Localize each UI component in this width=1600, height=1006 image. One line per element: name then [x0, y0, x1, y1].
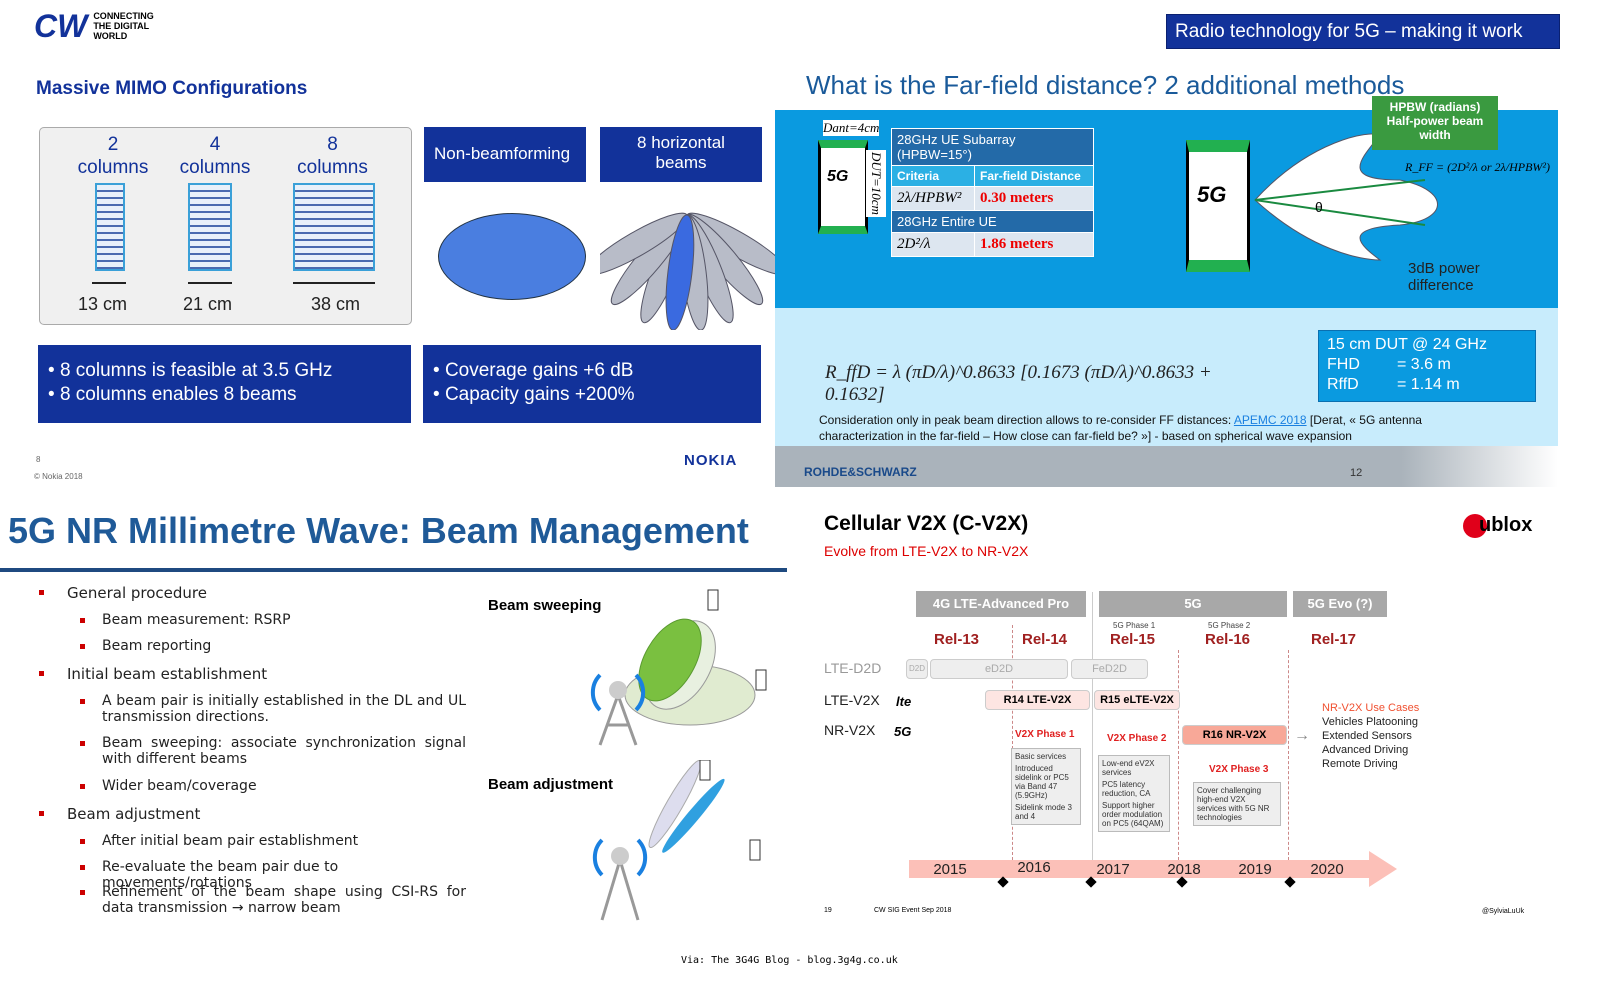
- title-underline: [0, 568, 787, 572]
- r15-elte-v2x: R15 eLTE-V2X: [1094, 690, 1180, 710]
- 5g-icon: 5G: [894, 724, 912, 739]
- config-bullets: • 8 columns is feasible at 3.5 GHz• 8 co…: [38, 345, 411, 423]
- timeline-arrow: [909, 860, 1369, 878]
- lte-icon: lte: [896, 694, 912, 709]
- non-beamforming-label: Non-beamforming: [424, 127, 586, 182]
- antenna-array-8col: [293, 183, 375, 271]
- r16-nr-v2x: R16 NR-V2X: [1182, 725, 1287, 745]
- copyright: © Nokia 2018: [34, 472, 83, 481]
- era-5g-evo: 5G Evo (?): [1293, 591, 1387, 617]
- rff-formula: R_FF = (2D²/λ or 2λ/HPBW²): [1405, 160, 1550, 174]
- reference-note: Consideration only in peak beam directio…: [819, 413, 1422, 443]
- beam-sweeping-diagram: [590, 589, 767, 746]
- beam-sweeping-label: Beam sweeping: [488, 597, 602, 614]
- slide-banner: Radio technology for 5G – making it work: [1166, 14, 1560, 49]
- page-number: 8: [36, 455, 41, 464]
- svg-text:θ: θ: [1315, 199, 1323, 215]
- footer-bar: [775, 446, 1558, 487]
- phone-icon: 5G: [818, 140, 868, 234]
- page-number: 12: [1350, 467, 1363, 479]
- slide-title: 5G NR Millimetre Wave: Beam Management: [8, 510, 749, 551]
- r14-lte-v2x: R14 LTE-V2X: [985, 690, 1090, 710]
- slide-title: Cellular V2X (C-V2X): [824, 512, 1029, 535]
- phone-large-icon: 5G: [1186, 140, 1250, 272]
- rohde-schwarz-logo: ROHDE&SCHWARZ: [804, 465, 917, 479]
- result-box: 15 cm DUT @ 24 GHz FHD= 3.6 m RffD= 1.14…: [1318, 330, 1536, 402]
- ublox-logo: ublox: [1463, 514, 1532, 538]
- antenna-array-2col: [95, 183, 125, 271]
- source-footer: Via: The 3G4G Blog - blog.3g4g.co.uk: [681, 955, 898, 966]
- dant-label: Dant=4cm: [823, 120, 880, 136]
- horizontal-beams-label: 8 horizontal beams: [600, 127, 762, 182]
- beam-fan-diagram: [600, 212, 775, 330]
- era-4g: 4G LTE-Advanced Pro: [916, 591, 1086, 617]
- slide-title: Massive MIMO Configurations: [36, 78, 308, 99]
- dut-label: DUT=10cm: [866, 150, 886, 217]
- antenna-array-4col: [188, 183, 232, 271]
- slide-title: What is the Far-field distance? 2 additi…: [806, 70, 1405, 100]
- hpbw-note: HPBW (radians) Half-power beam width: [1372, 96, 1498, 150]
- 3db-label: 3dB power difference: [1408, 260, 1480, 294]
- slide-subtitle: Evolve from LTE-V2X to NR-V2X: [824, 543, 1029, 559]
- arrow-icon: →: [1294, 727, 1310, 744]
- gain-bullets: • Coverage gains +6 dB• Capacity gains +…: [423, 345, 761, 423]
- omni-pattern: [438, 213, 586, 300]
- apemc-link[interactable]: APEMC 2018: [1233, 413, 1307, 427]
- era-5g: 5G: [1099, 591, 1287, 617]
- beam-adjustment-diagram: [592, 760, 761, 921]
- beam-adjustment-label: Beam adjustment: [488, 776, 614, 793]
- rffd-formula: R_ffD = λ (πD/λ)^0.8633 [0.1673 (πD/λ)^0…: [825, 362, 1212, 405]
- beam-lobe-diagram: θ: [1254, 133, 1438, 261]
- nokia-logo: NOKIA: [684, 452, 738, 469]
